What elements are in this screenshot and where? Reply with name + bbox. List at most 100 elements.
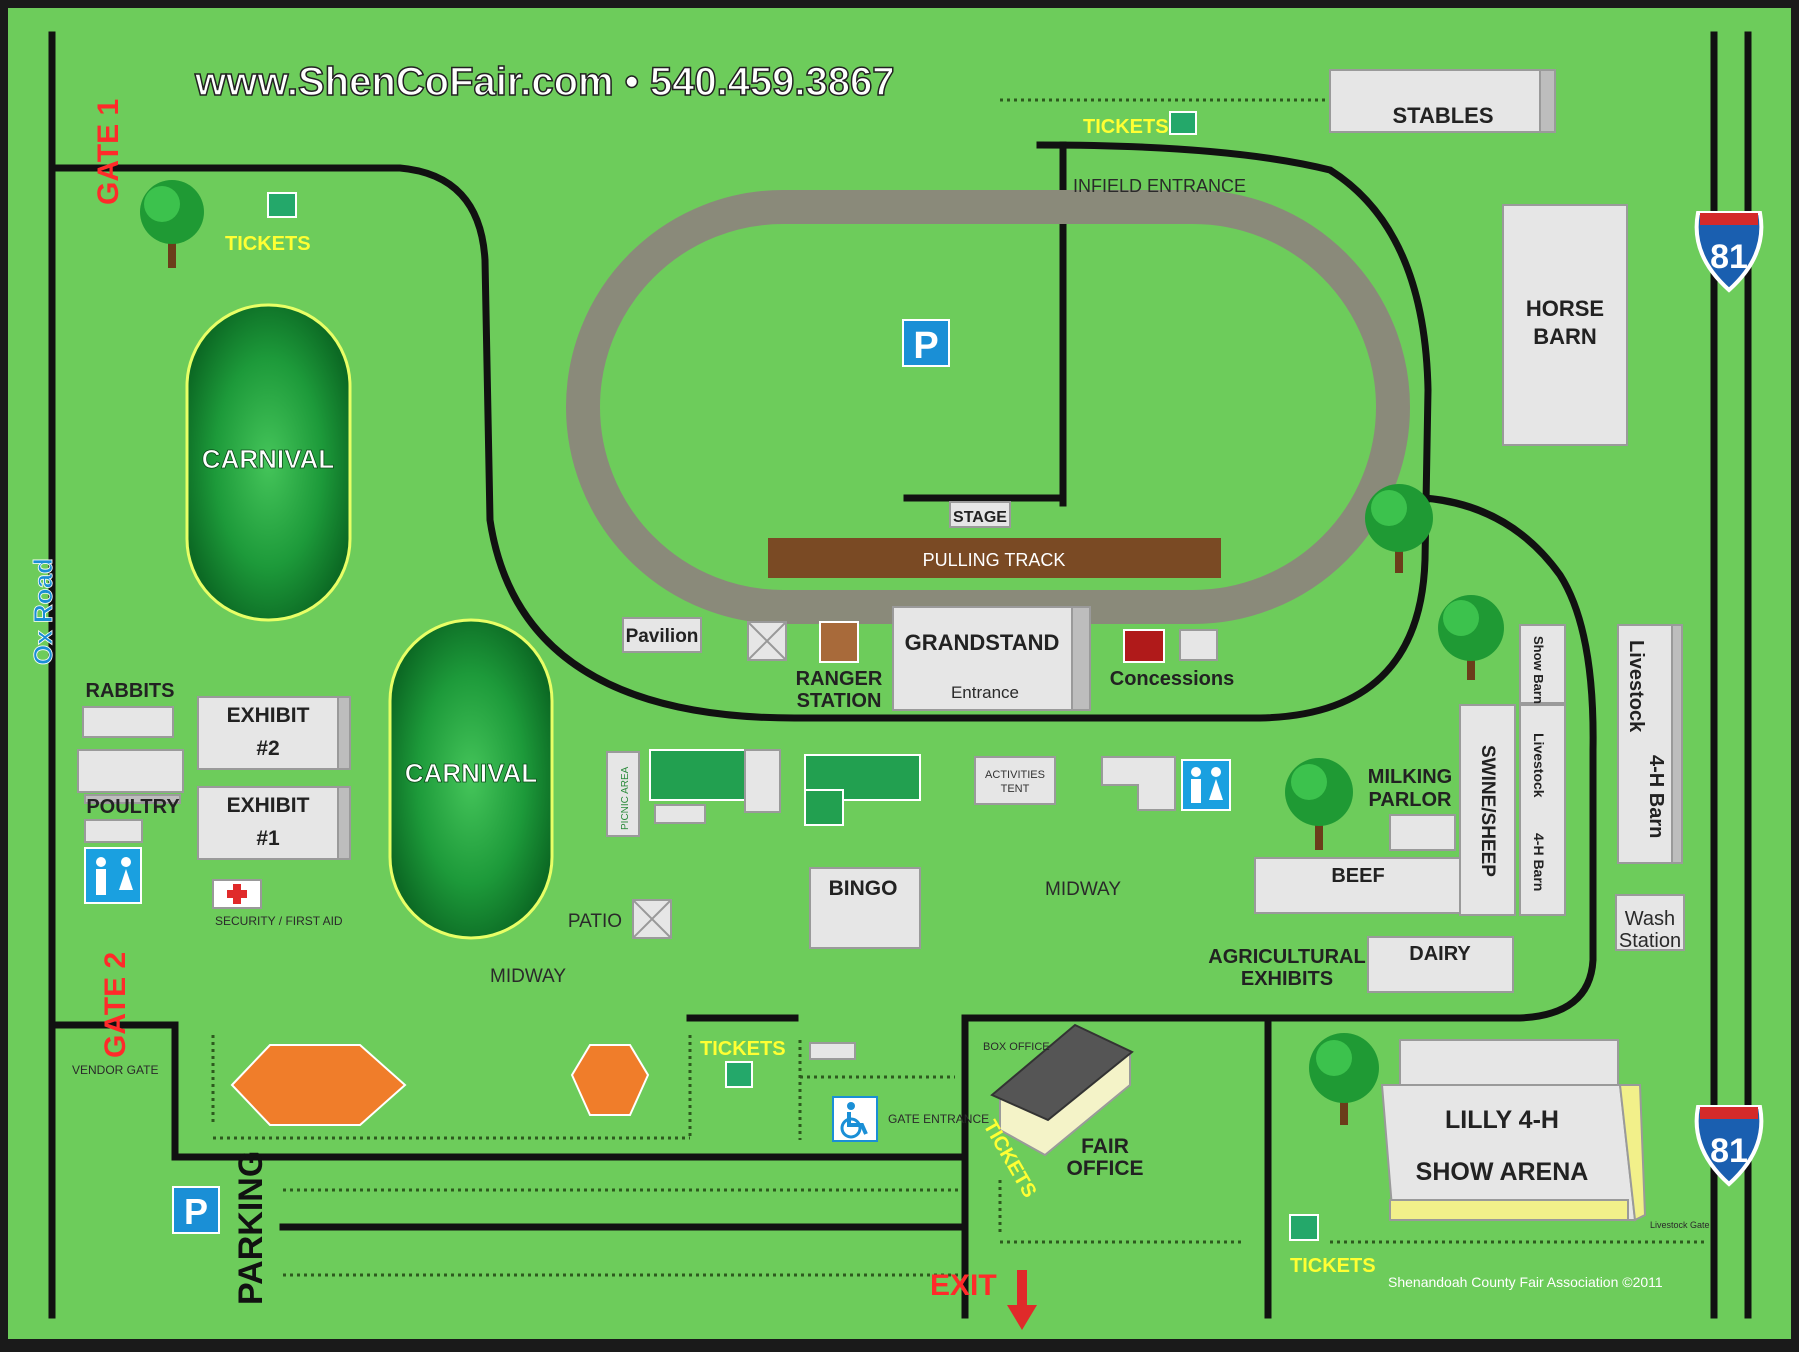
beef-barn[interactable]: BEEF <box>1254 857 1461 914</box>
ox-road-label: Ox Road <box>28 558 58 665</box>
svg-text:OFFICE: OFFICE <box>1067 1157 1144 1180</box>
restroom-icon[interactable] <box>1181 759 1231 811</box>
carnival-upper[interactable]: CARNIVAL <box>185 303 352 622</box>
svg-text:EXHIBIT: EXHIBIT <box>227 794 310 817</box>
small-tent-icon <box>747 621 787 661</box>
box-office-label: BOX OFFICE <box>983 1041 1050 1053</box>
svg-text:RANGER: RANGER <box>796 668 883 690</box>
ticket-booth-arena[interactable]: TICKETS <box>1289 1214 1376 1277</box>
ticket-booth-gate1[interactable]: TICKETS <box>225 192 311 255</box>
green-tents-right[interactable] <box>804 754 921 826</box>
infield-entrance-label: INFIELD ENTRANCE <box>1073 176 1246 196</box>
bingo[interactable]: BINGO <box>809 867 921 949</box>
lilly-4h-show-arena[interactable]: LILLY 4-H SHOW ARENA <box>1380 1039 1647 1222</box>
fair-office[interactable]: FAIR OFFICE <box>990 1023 1144 1180</box>
activities-tent[interactable]: ACTIVITIES TENT <box>974 756 1056 805</box>
swine-sheep-barn[interactable]: SWINE/SHEEP <box>1459 704 1516 916</box>
gate-1-label[interactable]: GATE 1 <box>92 99 125 205</box>
svg-text:TICKETS: TICKETS <box>700 1038 786 1060</box>
exhibit-1[interactable]: EXHIBIT #1 <box>197 786 351 860</box>
svg-text:P: P <box>184 1191 208 1232</box>
security-first-aid-label: SECURITY / FIRST AID <box>215 914 343 928</box>
svg-text:EXHIBITS: EXHIBITS <box>1241 968 1333 990</box>
poultry-building[interactable] <box>84 819 143 843</box>
ranger-station[interactable]: RANGER STATION <box>796 621 883 712</box>
grandstand[interactable]: GRANDSTAND Entrance <box>892 606 1091 711</box>
svg-text:LILLY 4-H: LILLY 4-H <box>1445 1106 1559 1134</box>
exit-sign[interactable]: EXIT <box>930 1269 1037 1330</box>
interstate-81-shield-top: 81 <box>1694 211 1764 293</box>
wash-station[interactable]: Wash Station <box>1615 894 1685 952</box>
tree-icon <box>140 180 204 268</box>
concessions[interactable]: Concessions <box>1110 629 1234 690</box>
svg-text:Wash: Wash <box>1625 908 1675 930</box>
patio[interactable]: PATIO <box>568 899 672 939</box>
milking-parlor[interactable]: MILKING PARLOR <box>1368 766 1456 851</box>
svg-text:GRANDSTAND: GRANDSTAND <box>905 630 1060 655</box>
horse-barn[interactable]: HORSE BARN <box>1502 204 1628 446</box>
svg-text:Station: Station <box>1619 930 1681 952</box>
infield-parking-symbol: P <box>913 325 938 367</box>
svg-text:Concessions: Concessions <box>1110 668 1234 690</box>
first-aid-icon[interactable] <box>212 879 262 909</box>
svg-text:AGRICULTURAL: AGRICULTURAL <box>1208 946 1365 968</box>
pulling-track <box>768 538 1221 578</box>
midway-label-center: MIDWAY <box>1045 879 1121 900</box>
svg-text:EXHIBIT: EXHIBIT <box>227 704 310 727</box>
pulling-track-label: PULLING TRACK <box>923 550 1066 570</box>
poultry-label: POULTRY <box>86 796 180 818</box>
svg-text:STABLES: STABLES <box>1392 103 1493 128</box>
stage[interactable] <box>949 501 1011 528</box>
site-url-phone[interactable]: www.ShenCoFair.com • 540.459.3867 <box>193 59 895 105</box>
svg-text:FAIR: FAIR <box>1081 1135 1129 1158</box>
svg-text:PICNIC AREA: PICNIC AREA <box>620 766 631 830</box>
pavilion[interactable]: Pavilion <box>622 617 702 653</box>
ticket-booth-top[interactable]: TICKETS <box>1083 111 1197 138</box>
livestock-gate-label: Livestock Gate <box>1650 1220 1710 1230</box>
svg-text:4-H Barn: 4-H Barn <box>1645 755 1667 838</box>
dairy-barn[interactable]: DAIRY <box>1367 936 1514 993</box>
svg-text:BINGO: BINGO <box>829 877 898 900</box>
livestock-4h-barn[interactable]: Livestock 4-H Barn <box>1617 624 1683 864</box>
fences <box>211 98 1705 1277</box>
parking-sign[interactable]: P <box>172 1186 220 1234</box>
midway-label-left: MIDWAY <box>490 966 566 987</box>
svg-text:PATIO: PATIO <box>568 911 622 932</box>
svg-text:81: 81 <box>1710 1132 1748 1170</box>
svg-text:SWINE/SHEEP: SWINE/SHEEP <box>1477 745 1498 877</box>
svg-text:DAIRY: DAIRY <box>1409 943 1471 965</box>
infield-parking-sign[interactable] <box>902 319 950 367</box>
svg-text:HORSE: HORSE <box>1526 296 1604 321</box>
svg-text:BEEF: BEEF <box>1331 865 1384 887</box>
food-stand[interactable] <box>1101 756 1176 811</box>
stage-label: STAGE <box>953 509 1007 526</box>
rabbits-building[interactable] <box>77 706 184 804</box>
stables[interactable]: STABLES <box>1329 69 1556 133</box>
orange-tent-left[interactable] <box>230 1044 407 1126</box>
svg-text:BARN: BARN <box>1533 324 1597 349</box>
carnival-lower[interactable]: CARNIVAL <box>388 618 554 940</box>
svg-text:Entrance: Entrance <box>951 683 1019 702</box>
green-tents-left[interactable] <box>649 749 781 824</box>
picnic-area[interactable]: PICNIC AREA <box>606 751 640 837</box>
parking-label: PARKING <box>232 1151 270 1305</box>
show-barn[interactable]: Show Barn <box>1519 624 1566 704</box>
exhibit-2[interactable]: EXHIBIT #2 <box>197 696 351 770</box>
svg-text:Livestock: Livestock <box>1625 640 1647 733</box>
interstate-81-shield-bottom: 81 <box>1694 1105 1764 1187</box>
tree-icon <box>1285 758 1353 850</box>
orange-tent-right[interactable] <box>570 1044 650 1116</box>
svg-text:Pavilion: Pavilion <box>626 626 699 647</box>
svg-text:CARNIVAL: CARNIVAL <box>405 758 538 788</box>
ticket-booth-center[interactable]: TICKETS <box>700 1038 856 1088</box>
rabbits-label: RABBITS <box>86 680 175 702</box>
livestock-4h-barn-small[interactable]: Livestock 4-H Barn <box>1519 704 1566 916</box>
svg-text:SHOW ARENA: SHOW ARENA <box>1416 1158 1589 1186</box>
restroom-icon[interactable] <box>84 847 142 904</box>
gate-2-label[interactable]: GATE 2 <box>99 952 132 1058</box>
copyright-footer: Shenandoah County Fair Association ©2011 <box>1388 1274 1663 1290</box>
svg-text:TICKETS: TICKETS <box>1083 116 1169 138</box>
svg-text:TICKETS: TICKETS <box>1290 1255 1376 1277</box>
